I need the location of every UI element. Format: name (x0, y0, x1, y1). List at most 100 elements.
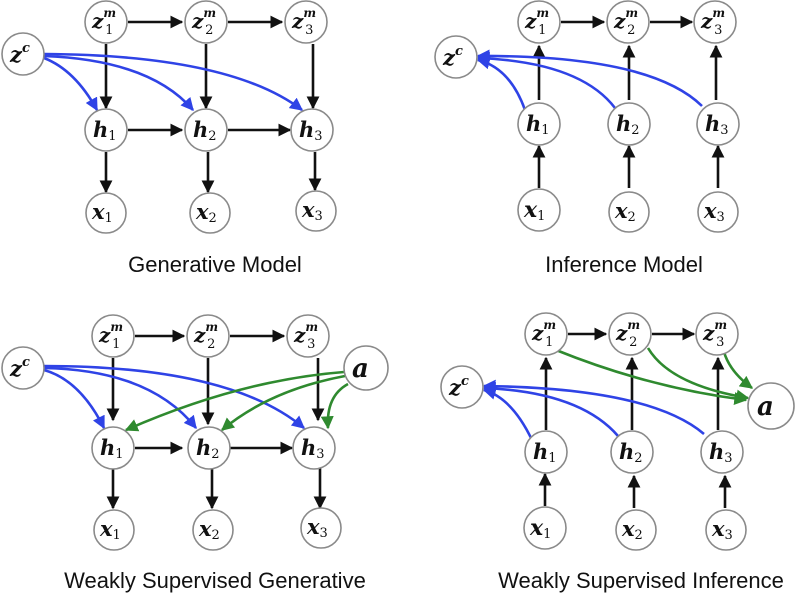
node-x-1: x1 (93, 509, 135, 551)
svg-text:h3: h3 (705, 111, 729, 138)
node-h-1: h1 (524, 430, 568, 474)
blue-arrows (43, 364, 305, 430)
node-h-1: h1 (517, 102, 561, 146)
svg-text:x1: x1 (523, 197, 545, 224)
svg-text:x1: x1 (529, 515, 551, 542)
node-x-2: x2 (189, 192, 231, 234)
svg-text:h3: h3 (709, 439, 733, 466)
green-arrows (124, 370, 349, 432)
node-h-2: h2 (610, 430, 654, 474)
svg-text:h3: h3 (299, 117, 323, 144)
svg-text:a: a (352, 354, 369, 384)
blue-arrows (476, 49, 703, 111)
node-h-3: h3 (700, 430, 744, 474)
svg-text:zm3: zm3 (700, 6, 725, 38)
node-x-3: x3 (295, 190, 337, 232)
svg-text:h1: h1 (100, 435, 124, 462)
svg-text:zm1: zm1 (91, 6, 116, 38)
node-h-3: h3 (290, 108, 334, 152)
node-h-1: h1 (84, 108, 128, 152)
node-z-c: zc (440, 365, 484, 409)
node-z-c: zc (1, 32, 45, 76)
svg-text:h2: h2 (616, 111, 640, 138)
svg-text:x3: x3 (306, 514, 328, 541)
node-x-1: x1 (85, 192, 127, 234)
node-h-3: h3 (292, 426, 336, 470)
blue-arrows (43, 52, 304, 112)
node-h-3: h3 (696, 102, 740, 146)
svg-text:zc: zc (442, 44, 463, 70)
caption-weakly-supervised-inference: Weakly Supervised Inference (498, 568, 784, 593)
black-arrows (99, 15, 322, 194)
black-arrows (106, 329, 327, 510)
svg-text:x2: x2 (621, 516, 643, 543)
node-a: a (343, 345, 389, 391)
node-x-2: x2 (192, 509, 234, 551)
svg-text:h1: h1 (533, 439, 557, 466)
svg-text:x1: x1 (99, 516, 121, 543)
svg-text:zm2: zm2 (193, 320, 218, 352)
svg-text:x3: x3 (703, 198, 725, 225)
svg-text:zm3: zm3 (702, 318, 727, 350)
svg-text:zm1: zm1 (98, 320, 123, 352)
black-arrows (532, 15, 725, 188)
node-x-3: x3 (705, 509, 747, 551)
svg-text:x3: x3 (711, 516, 733, 543)
svg-text:x1: x1 (91, 199, 113, 226)
node-x-3: x3 (697, 191, 739, 233)
blue-arrows (482, 379, 705, 441)
svg-text:a: a (757, 392, 774, 422)
node-x-2: x2 (615, 509, 657, 551)
node-h-1: h1 (91, 426, 135, 470)
svg-text:zc: zc (9, 355, 30, 381)
node-a: a (747, 382, 795, 430)
svg-text:zm2: zm2 (191, 6, 216, 38)
svg-text:h2: h2 (196, 435, 220, 462)
svg-text:h2: h2 (619, 439, 643, 466)
black-arrows (538, 327, 732, 508)
svg-text:zm3: zm3 (291, 6, 316, 38)
node-x-1: x1 (517, 188, 561, 232)
svg-text:zm2: zm2 (613, 6, 638, 38)
svg-text:h2: h2 (193, 117, 217, 144)
node-z-c: zc (1, 346, 45, 390)
svg-text:zm3: zm3 (293, 320, 318, 352)
caption-generative-model: Generative Model (128, 252, 302, 277)
svg-text:x2: x2 (198, 516, 220, 543)
svg-text:zc: zc (448, 374, 469, 400)
node-x-1: x1 (523, 506, 567, 550)
svg-text:h1: h1 (93, 117, 117, 144)
svg-text:x3: x3 (301, 197, 323, 224)
node-h-2: h2 (187, 426, 231, 470)
caption-inference-model: Inference Model (545, 252, 703, 277)
node-x-3: x3 (300, 507, 342, 549)
node-h-2: h2 (184, 108, 228, 152)
node-h-2: h2 (607, 102, 651, 146)
svg-text:h3: h3 (301, 435, 325, 462)
node-x-2: x2 (608, 191, 650, 233)
node-z-c: zc (434, 35, 478, 79)
svg-text:zm1: zm1 (531, 318, 556, 350)
svg-text:x2: x2 (614, 198, 636, 225)
svg-text:zm2: zm2 (615, 318, 640, 350)
svg-text:zc: zc (9, 41, 30, 67)
caption-weakly-supervised-generative: Weakly Supervised Generative (64, 568, 366, 593)
svg-text:x2: x2 (195, 199, 217, 226)
